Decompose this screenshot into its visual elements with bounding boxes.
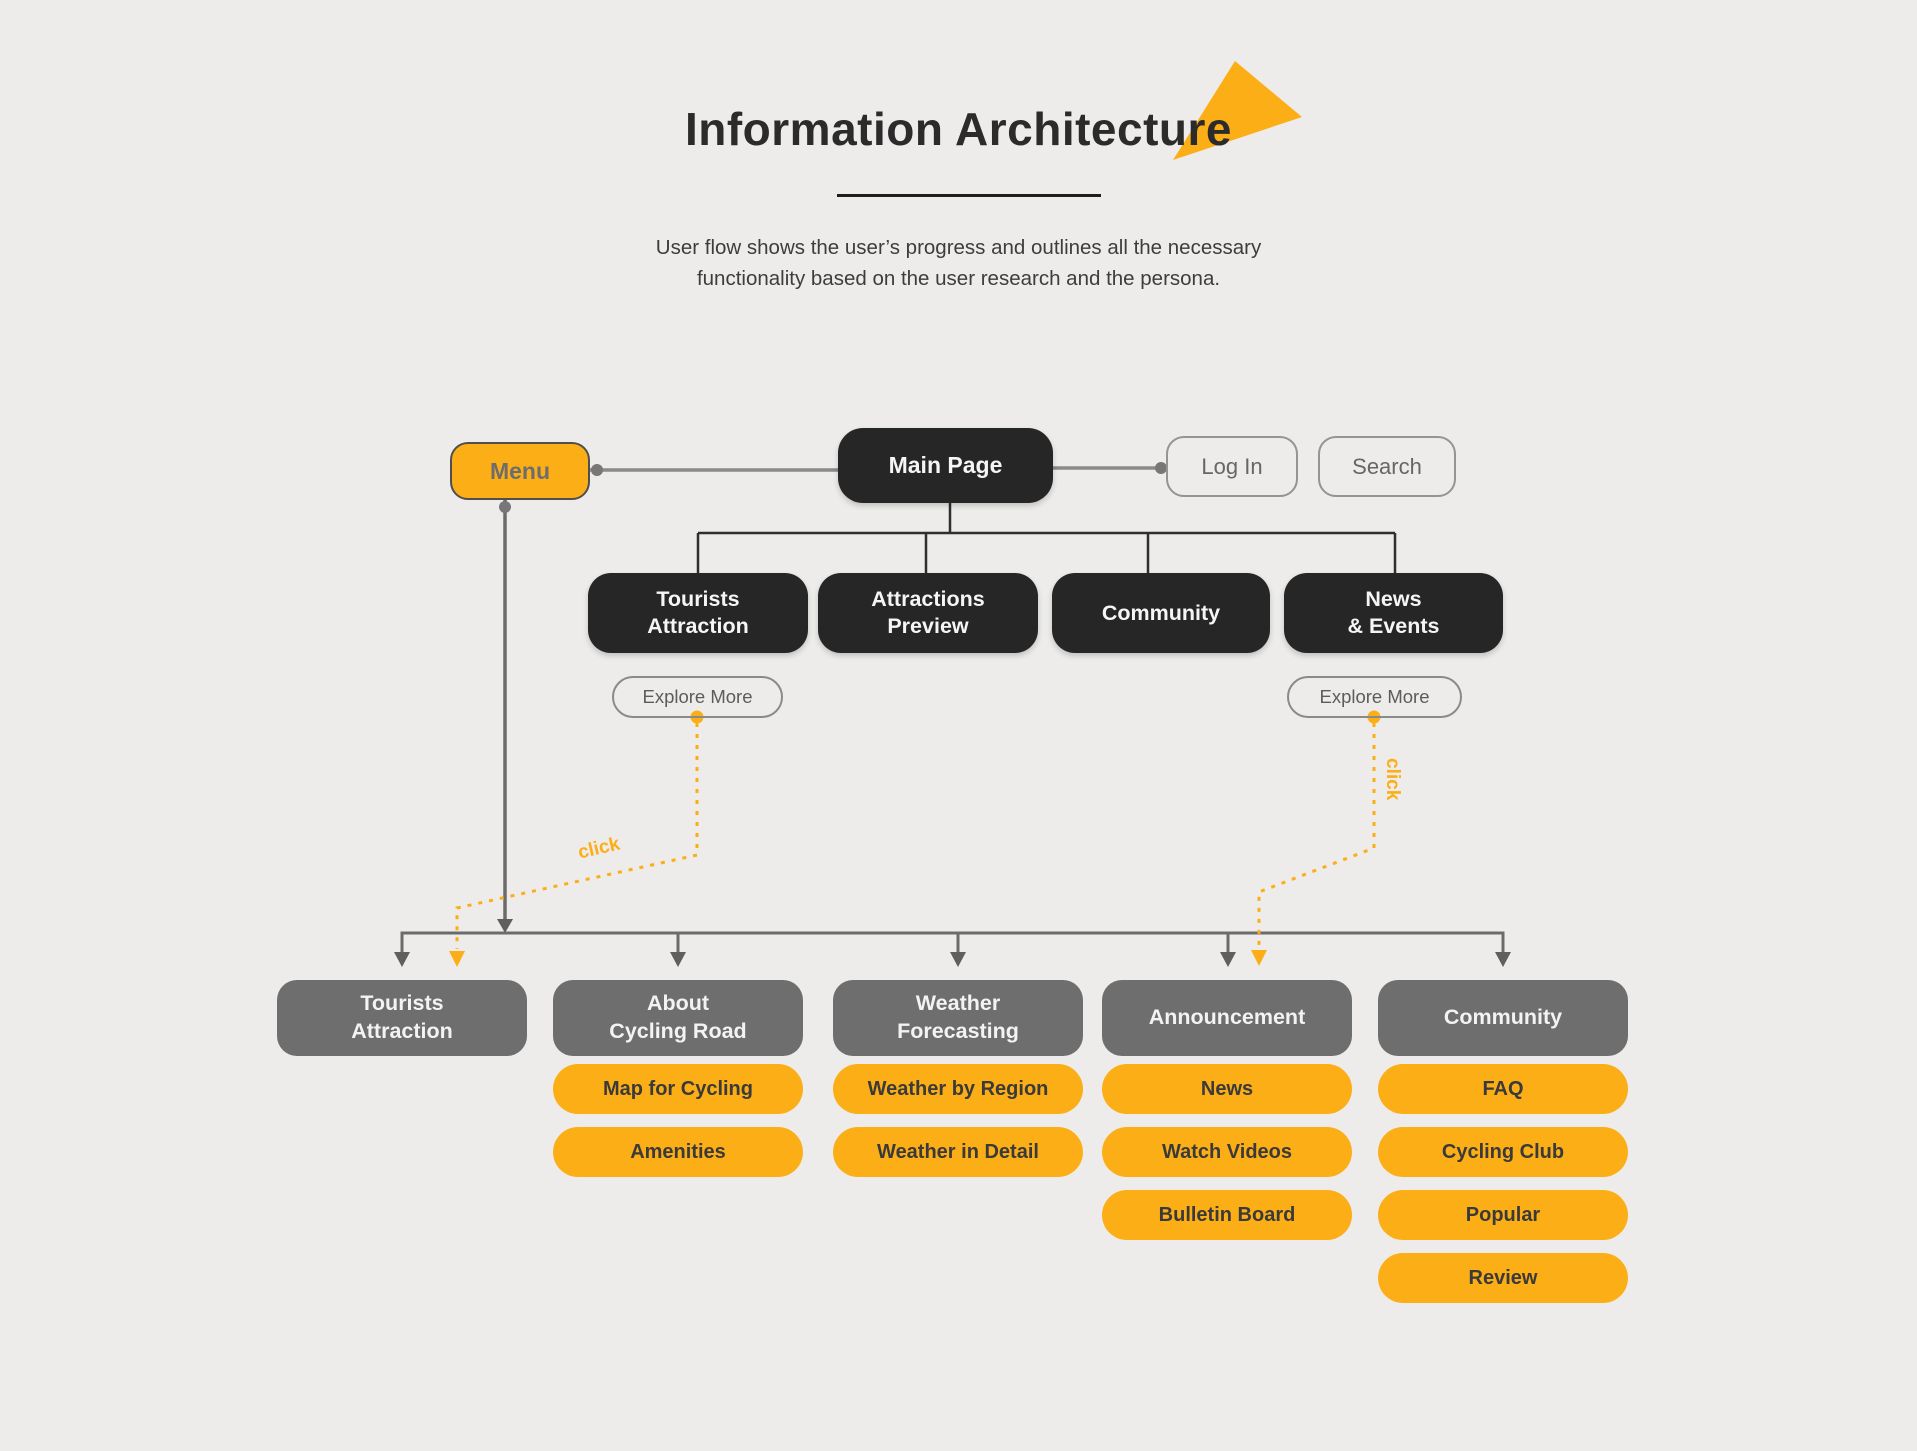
item-news[interactable]: News <box>1102 1064 1352 1114</box>
subtitle-line-1: User flow shows the user’s progress and … <box>655 236 1262 259</box>
item-cycling-club[interactable]: Cycling Club <box>1378 1127 1628 1177</box>
section-community[interactable]: Community <box>1378 980 1628 1056</box>
section-about-cycling-road[interactable]: About Cycling Road <box>553 980 803 1056</box>
item-faq[interactable]: FAQ <box>1378 1064 1628 1114</box>
item-watch-videos[interactable]: Watch Videos <box>1102 1127 1352 1177</box>
page-title: Information Architecture <box>684 103 1233 155</box>
explore-more-left-button[interactable]: Explore More <box>612 676 783 718</box>
item-weather-by-region[interactable]: Weather by Region <box>833 1064 1083 1114</box>
node-news-events[interactable]: News & Events <box>1284 573 1503 653</box>
triangle-decoration <box>1173 61 1302 160</box>
item-map-for-cycling[interactable]: Map for Cycling <box>553 1064 803 1114</box>
node-community[interactable]: Community <box>1052 573 1270 653</box>
subtitle-line-2: functionality based on the user research… <box>696 267 1221 290</box>
item-popular[interactable]: Popular <box>1378 1190 1628 1240</box>
click-annotation-right: click <box>1382 758 1403 801</box>
main-page-node[interactable]: Main Page <box>838 428 1053 503</box>
node-attractions-preview[interactable]: Attractions Preview <box>818 573 1038 653</box>
menu-button[interactable]: Menu <box>450 442 590 500</box>
section-weather-forecasting[interactable]: Weather Forecasting <box>833 980 1083 1056</box>
section-tourists-attraction[interactable]: Tourists Attraction <box>277 980 527 1056</box>
item-review[interactable]: Review <box>1378 1253 1628 1303</box>
page-subtitle: User flow shows the user’s progress and … <box>0 232 1917 294</box>
section-announcement[interactable]: Announcement <box>1102 980 1352 1056</box>
item-amenities[interactable]: Amenities <box>553 1127 803 1177</box>
item-weather-in-detail[interactable]: Weather in Detail <box>833 1127 1083 1177</box>
search-button[interactable]: Search <box>1318 436 1456 497</box>
node-tourists-attraction[interactable]: Tourists Attraction <box>588 573 808 653</box>
title-divider <box>837 194 1101 197</box>
login-button[interactable]: Log In <box>1166 436 1298 497</box>
explore-more-right-button[interactable]: Explore More <box>1287 676 1462 718</box>
item-bulletin-board[interactable]: Bulletin Board <box>1102 1190 1352 1240</box>
